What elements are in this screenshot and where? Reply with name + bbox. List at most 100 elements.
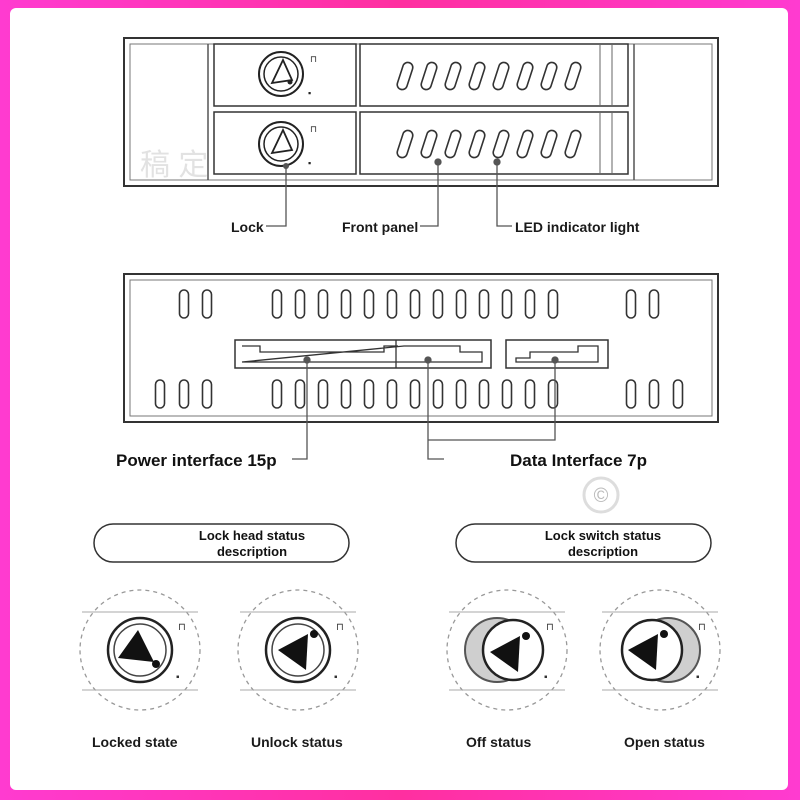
vent-slot (340, 379, 352, 409)
lock-head-icon (278, 634, 308, 670)
vent-slot (468, 61, 486, 91)
vent-slot (294, 289, 306, 319)
vent-slot (363, 289, 375, 319)
vent-slot (420, 129, 438, 159)
vent-slot (409, 289, 421, 319)
vent-slot (444, 61, 462, 91)
label-open-status: Open status (624, 734, 705, 750)
vent-slot (455, 289, 467, 319)
label-unlock-status: Unlock status (251, 734, 343, 750)
svg-text:▪: ▪ (696, 672, 700, 683)
vent-slot (201, 289, 213, 319)
front-view: ⊓ ▪ ⊓ ▪ 稿 定 (123, 37, 719, 187)
status-unlock: ⊓ ▪ (237, 589, 359, 711)
vent-slot (271, 379, 283, 409)
drive-bay-diagram: ⊓ ▪ ⊓ ▪ 稿 定 Lock Front panel LED indicat… (79, 37, 721, 750)
vent-slot (396, 61, 414, 91)
vent-slot (478, 289, 490, 319)
vent-slot (271, 289, 283, 319)
vent-slot (154, 379, 166, 409)
drive-tray-2 (213, 111, 629, 175)
data-connector (505, 339, 609, 369)
vent-slot (540, 129, 558, 159)
label-lock: Lock (231, 219, 264, 235)
vent-slot (547, 379, 559, 409)
label-locked-state: Locked state (92, 734, 178, 750)
vent-slot (420, 61, 438, 91)
vent-slot (492, 129, 510, 159)
label-off-status: Off status (466, 734, 532, 750)
vent-slot (564, 129, 582, 159)
status-off: ⊓ ▪ (446, 589, 568, 711)
vent-slot (294, 379, 306, 409)
lock-icon[interactable]: ⊓ ▪ (258, 51, 317, 98)
svg-text:description: description (568, 544, 638, 559)
lock-head-icon (118, 630, 154, 662)
svg-text:⊓: ⊓ (698, 622, 706, 633)
vent-slot (317, 289, 329, 319)
vent-slot (648, 289, 660, 319)
sata-connector (234, 339, 492, 369)
vent-slot (625, 379, 637, 409)
svg-text:⊓: ⊓ (310, 124, 317, 134)
rear-leaders (292, 356, 559, 460)
vent-slot (386, 289, 398, 319)
front-enclosure (123, 37, 719, 187)
vent-slot (492, 61, 510, 91)
vent-slot (524, 289, 536, 319)
vent-slot (516, 129, 534, 159)
lock-icon[interactable]: ⊓ ▪ (258, 121, 317, 169)
vent-slot (547, 289, 559, 319)
rear-view (123, 273, 719, 423)
svg-text:⊓: ⊓ (546, 622, 554, 633)
svg-text:description: description (217, 544, 287, 559)
vent-slot (432, 289, 444, 319)
front-leaders (266, 158, 512, 227)
svg-text:▪: ▪ (334, 672, 338, 683)
vent-slot (564, 61, 582, 91)
vent-slot (455, 379, 467, 409)
svg-text:▪: ▪ (176, 672, 180, 683)
svg-text:Lock head status: Lock head status (199, 528, 305, 543)
vent-slot (432, 379, 444, 409)
status-locked: ⊓ ▪ (79, 589, 201, 711)
pill-lock-switch: Lock switch status description (455, 523, 712, 563)
watermark: 稿 定 (140, 149, 208, 182)
vent-slot (524, 379, 536, 409)
front-vents (396, 61, 582, 159)
vent-slot (501, 379, 513, 409)
vent-slot (178, 289, 190, 319)
vent-slot (468, 129, 486, 159)
pill-lock-head: Lock head status description (93, 523, 350, 563)
diagram-canvas: ⊓ ▪ ⊓ ▪ 稿 定 Lock Front panel LED indicat… (10, 8, 788, 790)
rear-vents (154, 289, 684, 409)
svg-text:⊓: ⊓ (336, 622, 344, 633)
status-open: ⊓ ▪ (599, 589, 721, 711)
svg-text:Lock switch status: Lock switch status (545, 528, 661, 543)
vent-slot (317, 379, 329, 409)
vent-slot (363, 379, 375, 409)
vent-slot (501, 289, 513, 319)
svg-text:⊓: ⊓ (310, 54, 317, 64)
vent-slot (516, 61, 534, 91)
label-data-interface: Data Interface 7p (510, 451, 647, 470)
copyright-icon: © (582, 476, 620, 514)
vent-slot (340, 289, 352, 319)
vent-slot (625, 289, 637, 319)
label-power-interface: Power interface 15p (116, 451, 277, 470)
vent-slot (409, 379, 421, 409)
vent-slot (672, 379, 684, 409)
vent-slot (478, 379, 490, 409)
vent-slot (540, 61, 558, 91)
svg-text:⊓: ⊓ (178, 622, 186, 633)
svg-text:©: © (594, 485, 609, 507)
lock-head-icon (628, 634, 658, 670)
svg-text:▪: ▪ (308, 88, 311, 98)
vent-slot (386, 379, 398, 409)
vent-slot (396, 129, 414, 159)
vent-slot (444, 129, 462, 159)
vent-slot (201, 379, 213, 409)
vent-slot (648, 379, 660, 409)
svg-text:▪: ▪ (544, 672, 548, 683)
lock-head-icon (490, 636, 520, 672)
